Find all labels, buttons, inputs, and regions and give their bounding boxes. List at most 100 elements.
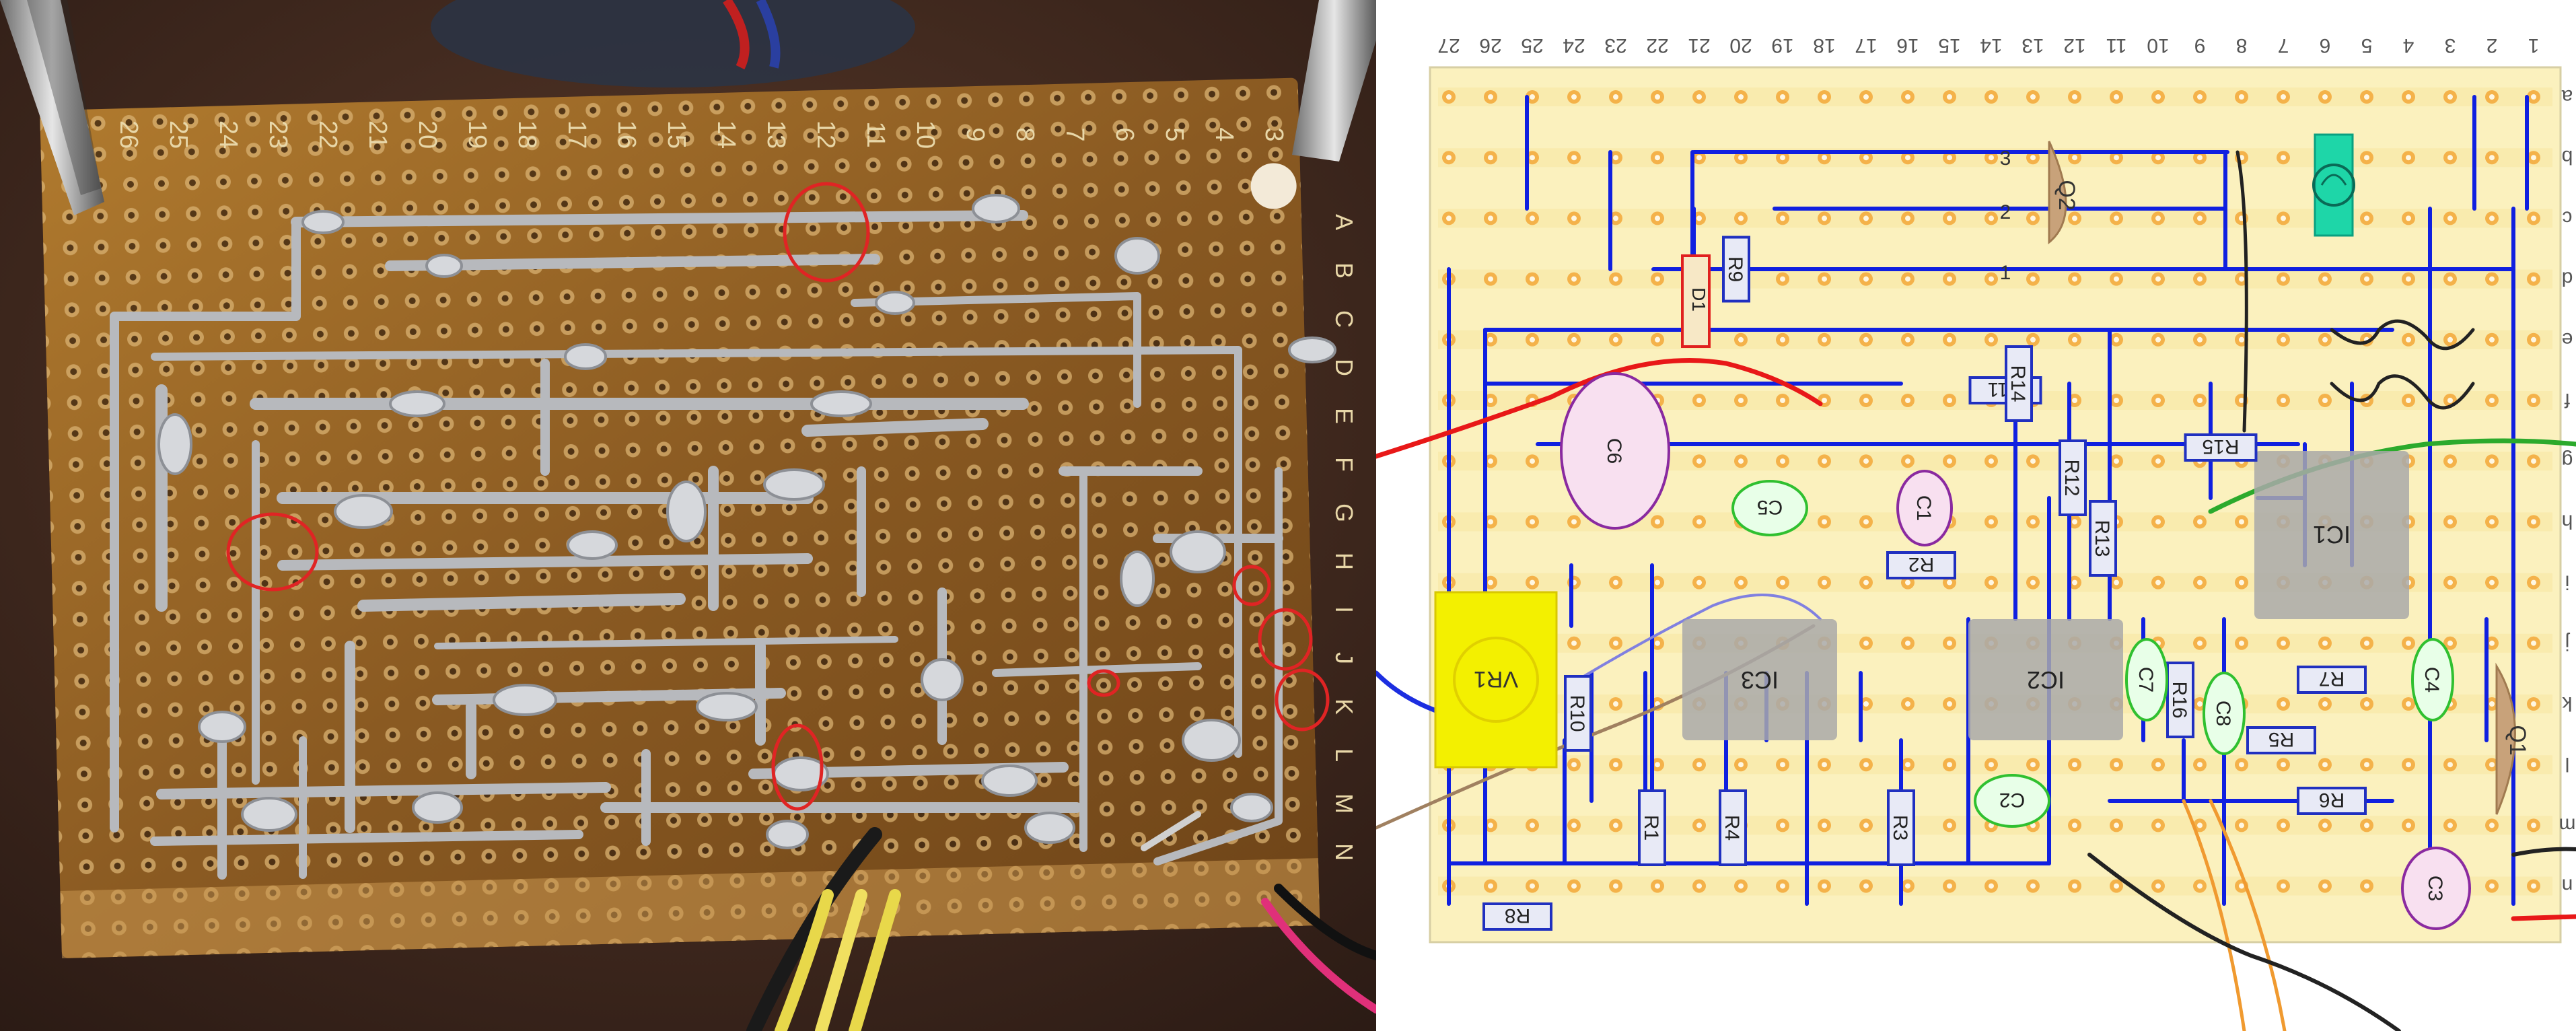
red-wire-top [723, 0, 750, 70]
board-hole-center [2155, 215, 2161, 221]
board-hole-center [2531, 276, 2536, 282]
board-hole-center [2531, 94, 2536, 100]
r14-resistor: R14 [2005, 345, 2033, 422]
diagram-column-number: 5 [2361, 34, 2373, 57]
black-flying-wire-5 [2511, 847, 2576, 857]
diagram-row-letter: b [2562, 146, 2573, 168]
board-hole-center [1571, 883, 1577, 889]
board-hole-center [2322, 701, 2328, 707]
c1-capacitor: C1 [1896, 470, 1953, 546]
diagram-column-number: 27 [1437, 34, 1460, 57]
photo-column-number: 24 [214, 120, 242, 149]
board-hole-center [1613, 94, 1618, 100]
board-hole-center [2197, 519, 2203, 525]
board-hole-center [1989, 579, 1994, 585]
board-hole-center [1863, 822, 1869, 828]
board-hole-center [1905, 762, 1910, 768]
board-hole-center [1780, 458, 1785, 464]
board-hole-center [1780, 579, 1785, 585]
board-hole-center [2030, 762, 2036, 768]
board-hole-center [1738, 336, 1744, 343]
diagram-row-letter: i [2565, 571, 2570, 594]
diagram-row-letter: l [2565, 753, 2570, 775]
board-hole-center [2197, 215, 2203, 221]
c5-label: C5 [1757, 496, 1783, 518]
board-hole-center [2322, 822, 2328, 828]
diagram-column-number: 7 [2278, 34, 2289, 57]
diagram-column-number: 26 [1479, 34, 1501, 57]
board-hole-center [1530, 519, 1535, 525]
board-hole-center [1488, 398, 1493, 403]
board-hole-center [1488, 94, 1493, 100]
board-hole-center [1488, 155, 1493, 161]
board-hole-center [1655, 579, 1660, 585]
board-hole-center [1655, 883, 1660, 889]
board-hole-center [2364, 701, 2369, 707]
diagram-column-number: 13 [2022, 34, 2044, 57]
r15-label: R15 [2202, 435, 2239, 458]
diagram-column-number: 4 [2403, 34, 2414, 57]
board-hole-center [2489, 215, 2495, 221]
board-hole-center [1947, 701, 1952, 707]
board-hole-center [1863, 276, 1869, 282]
board-hole-center [1446, 155, 1452, 161]
board-hole-center [2489, 701, 2495, 707]
board-hole-center [1655, 94, 1660, 100]
board-hole-center [1696, 762, 1702, 768]
board-hole-center [2114, 215, 2119, 221]
board-hole-center [2406, 336, 2411, 343]
board-hole-center [1446, 94, 1452, 100]
board-hole-center [2114, 883, 2119, 889]
board-hole-center [1738, 94, 1744, 100]
ic2-label: IC2 [2027, 666, 2065, 694]
board-hole-center [2197, 276, 2203, 282]
lilac-flying-wire [1577, 594, 1822, 681]
diagram-column-number: 23 [1604, 34, 1626, 57]
photo-column-number: 13 [762, 120, 790, 149]
board-hole-center [1571, 94, 1577, 100]
board-hole-center [1822, 215, 1827, 221]
board-hole-center [2030, 579, 2036, 585]
d1-diode: D1 [1681, 254, 1711, 348]
board-hole-center [1488, 215, 1493, 221]
board-hole-center [1989, 762, 1994, 768]
board-hole-center [1655, 640, 1660, 646]
board-hole-center [2239, 822, 2244, 828]
photo-row-letter: N [1330, 843, 1358, 861]
board-hole-center [2447, 398, 2453, 403]
board-hole-center [1947, 762, 1952, 768]
board-hole-center [2114, 94, 2119, 100]
board-hole-center [2531, 458, 2536, 464]
c2-label: C2 [1999, 789, 2025, 811]
board-hole-center [1947, 94, 1952, 100]
photo-column-number: 8 [1011, 127, 1039, 141]
board-hole-center [1780, 215, 1785, 221]
photo-column-number: 4 [1210, 127, 1238, 141]
board-hole-center [1863, 94, 1869, 100]
c3-capacitor: C3 [2401, 847, 2471, 930]
board-hole-center [2155, 398, 2161, 403]
board-hole-center [2531, 822, 2536, 828]
board-hole-center [1780, 336, 1785, 343]
board-hole-center [2030, 883, 2036, 889]
board-hole-center [2447, 458, 2453, 464]
board-hole-center [2489, 94, 2495, 100]
diagram-column-number: 2 [2486, 34, 2498, 57]
board-hole-center [1780, 398, 1785, 403]
board-hole-center [1863, 640, 1869, 646]
photo-column-number: 6 [1110, 127, 1139, 141]
board-hole-center [2114, 276, 2119, 282]
r9-resistor: R9 [1722, 236, 1750, 303]
led-component [2312, 133, 2355, 237]
board-hole-center [2406, 215, 2411, 221]
board-hole-center [1655, 276, 1660, 282]
board-hole-center [1530, 215, 1535, 221]
board-hole-center [1488, 519, 1493, 525]
board-hole-center [2155, 519, 2161, 525]
r7-label: R7 [2319, 668, 2345, 690]
board-hole-center [2447, 579, 2453, 585]
board-hole-center [2030, 94, 2036, 100]
flying-wires [1376, 150, 2576, 1031]
board-hole-center [2030, 215, 2036, 221]
